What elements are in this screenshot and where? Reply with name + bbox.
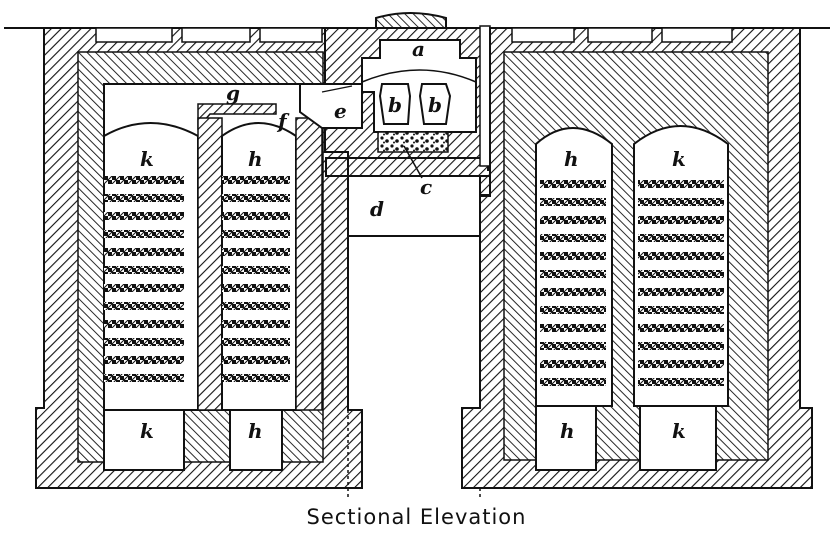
- label-h-left-bottom: h: [248, 419, 263, 443]
- label-k-left-top: k: [140, 147, 154, 171]
- label-k-right-bottom: k: [672, 419, 686, 443]
- label-k-left-bottom: k: [140, 419, 154, 443]
- label-c: c: [420, 175, 432, 199]
- label-a: a: [412, 37, 425, 61]
- right-h-grate-bars: [540, 180, 606, 386]
- label-g: g: [226, 81, 240, 105]
- label-k-right-top: k: [672, 147, 686, 171]
- diagram-caption: Sectional Elevation: [306, 505, 527, 529]
- central-furnace: [299, 12, 501, 500]
- label-f: f: [276, 109, 290, 133]
- label-e: e: [334, 99, 347, 123]
- label-h-right-top: h: [564, 147, 579, 171]
- label-h-right-bottom: h: [560, 419, 575, 443]
- label-b-right: b: [428, 93, 442, 117]
- label-h-left-top: h: [248, 147, 263, 171]
- right-k-grate-bars: [638, 180, 724, 386]
- left-k-grate-bars: [104, 176, 184, 382]
- left-h-grate-bars: [222, 176, 290, 382]
- right-kiln: [461, 27, 813, 489]
- label-b-left: b: [388, 93, 402, 117]
- label-d: d: [370, 197, 384, 221]
- left-kiln: [35, 27, 363, 489]
